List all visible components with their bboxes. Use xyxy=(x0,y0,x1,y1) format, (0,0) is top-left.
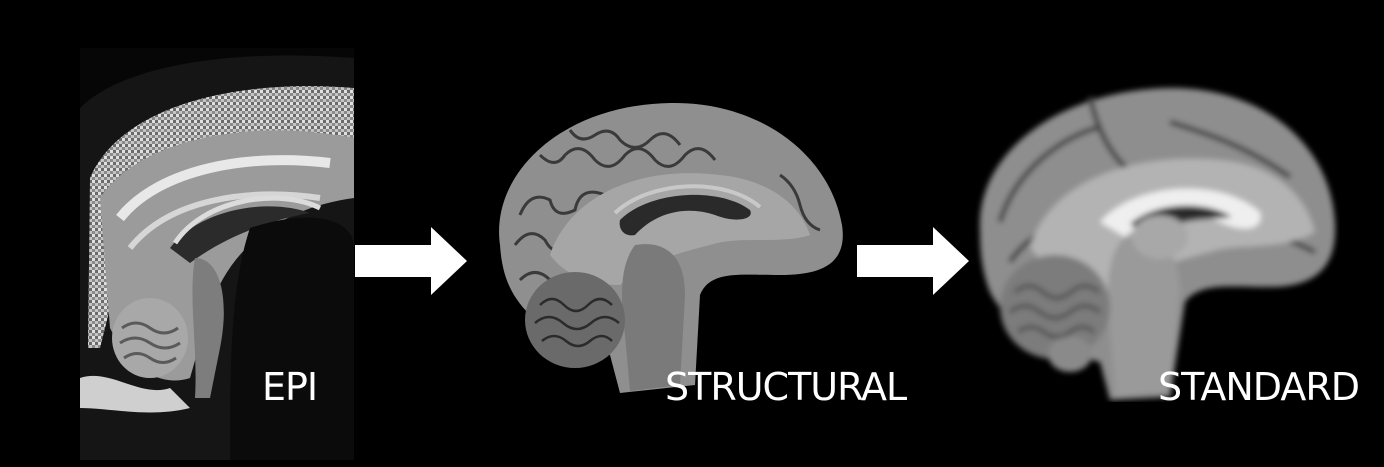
standard-panel xyxy=(970,82,1340,402)
arrow-structural-to-standard xyxy=(857,227,969,295)
right-arrow-icon xyxy=(857,227,969,295)
arrow-epi-to-structural xyxy=(355,227,467,295)
structural-panel xyxy=(480,95,850,395)
structural-brain-image xyxy=(499,102,843,393)
epi-panel xyxy=(80,48,354,460)
epi-label: EPI xyxy=(262,365,318,409)
standard-label: STANDARD xyxy=(1158,365,1360,409)
right-arrow-icon xyxy=(355,227,467,295)
standard-brain-image xyxy=(979,87,1336,401)
structural-label: STRUCTURAL xyxy=(665,365,907,409)
epi-brain-image xyxy=(80,48,354,460)
